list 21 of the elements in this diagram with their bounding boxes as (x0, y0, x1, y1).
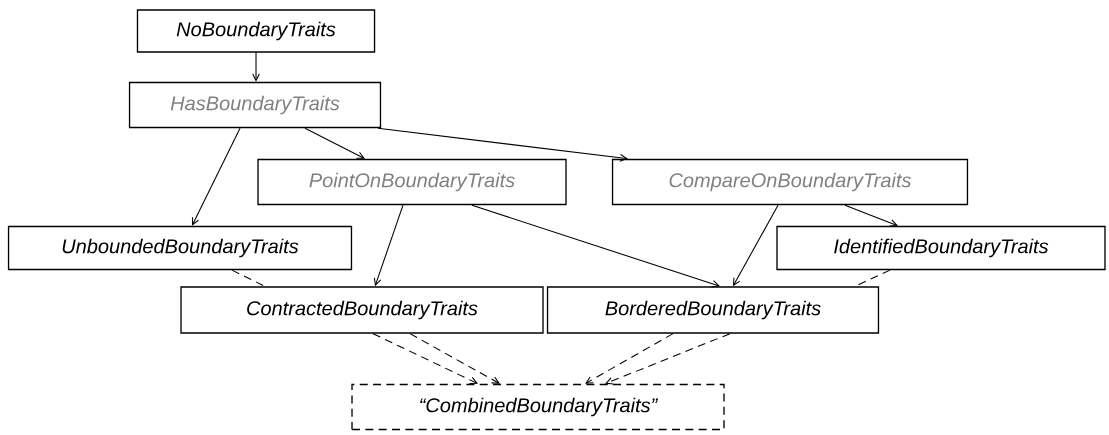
class-box: HasBoundaryTraits (128, 81, 382, 129)
arrow (191, 127, 241, 226)
class-box: UnboundedBoundaryTraits (7, 225, 353, 271)
arrow (409, 333, 500, 384)
arrow (373, 204, 404, 287)
class-box: ContractedBoundaryTraits (180, 286, 544, 334)
arrow (471, 204, 720, 288)
arrow (377, 127, 628, 162)
class-box: BorderedBoundaryTraits (546, 286, 880, 334)
class-box: NoBoundaryTraits (136, 9, 376, 53)
arrow (844, 204, 898, 227)
arrow (372, 333, 478, 384)
class-box: “CombinedBoundaryTraits” (351, 383, 725, 431)
class-box: CompareOnBoundaryTraits (611, 158, 969, 206)
arrow (585, 333, 674, 384)
arrow (605, 333, 731, 385)
arrow (733, 204, 779, 287)
class-box: IdentifiedBoundaryTraits (776, 225, 1106, 271)
arrow (304, 127, 365, 159)
class-box: PointOnBoundaryTraits (257, 158, 567, 206)
arrow (252, 52, 260, 82)
